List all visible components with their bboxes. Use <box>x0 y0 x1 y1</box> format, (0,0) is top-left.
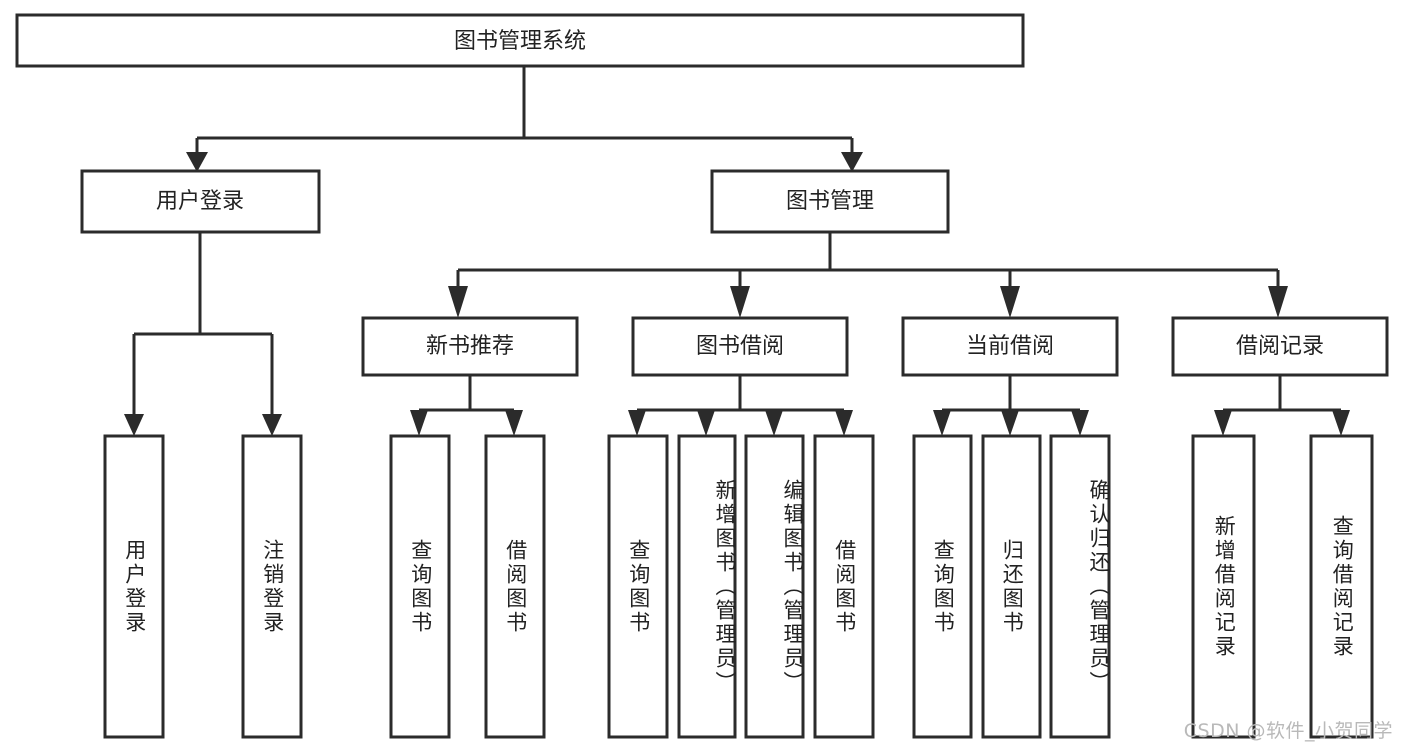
node-current-borrow[interactable]: 当前借阅 <box>901 316 1119 377</box>
leaf-box-query-book-3[interactable] <box>912 434 973 739</box>
node-current-borrow-label: 当前借阅 <box>966 334 1054 359</box>
leaf-box-query-book-2[interactable] <box>607 434 669 739</box>
leaf-box-borrow-book-2[interactable] <box>813 434 875 739</box>
connector-newbook-to-leaves <box>410 375 523 436</box>
node-new-book-recommend[interactable]: 新书推荐 <box>361 316 579 377</box>
node-book-management[interactable]: 图书管理 <box>710 169 950 234</box>
leaf-box-add-book[interactable] <box>677 434 737 739</box>
connector-bookmgmt-to-level3 <box>448 232 1288 318</box>
connector-borrow-to-leaves <box>628 375 853 436</box>
node-user-login[interactable]: 用户登录 <box>80 169 321 234</box>
leaf-box-return-book[interactable] <box>981 434 1042 739</box>
leaf-box-user-login[interactable] <box>103 434 165 739</box>
leaf-box-edit-book[interactable] <box>744 434 805 739</box>
node-book-borrow[interactable]: 图书借阅 <box>631 316 849 377</box>
leaf-box-query-book-1[interactable] <box>389 434 451 739</box>
leaf-box-borrow-book-1[interactable] <box>484 434 546 739</box>
leaf-box-add-record[interactable] <box>1191 434 1256 739</box>
node-borrow-record[interactable]: 借阅记录 <box>1171 316 1389 377</box>
node-book-borrow-label: 图书借阅 <box>696 334 784 359</box>
node-book-management-label: 图书管理 <box>786 189 874 214</box>
node-root-label: 图书管理系统 <box>454 29 586 54</box>
connector-userlogin-to-leaves <box>124 232 282 436</box>
leaf-box-logout[interactable] <box>241 434 303 739</box>
node-new-book-recommend-label: 新书推荐 <box>426 334 514 359</box>
connector-record-to-leaves <box>1214 375 1350 436</box>
connector-root-to-level2 <box>186 66 863 172</box>
leaf-box-confirm-return[interactable] <box>1049 434 1111 739</box>
watermark: CSDN @软件_小贺同学 <box>1183 720 1393 742</box>
node-root[interactable]: 图书管理系统 <box>15 13 1025 68</box>
leaf-box-query-record[interactable] <box>1309 434 1374 739</box>
connector-current-to-leaves <box>933 375 1089 436</box>
node-borrow-record-label: 借阅记录 <box>1236 334 1324 359</box>
node-user-login-label: 用户登录 <box>156 189 244 214</box>
